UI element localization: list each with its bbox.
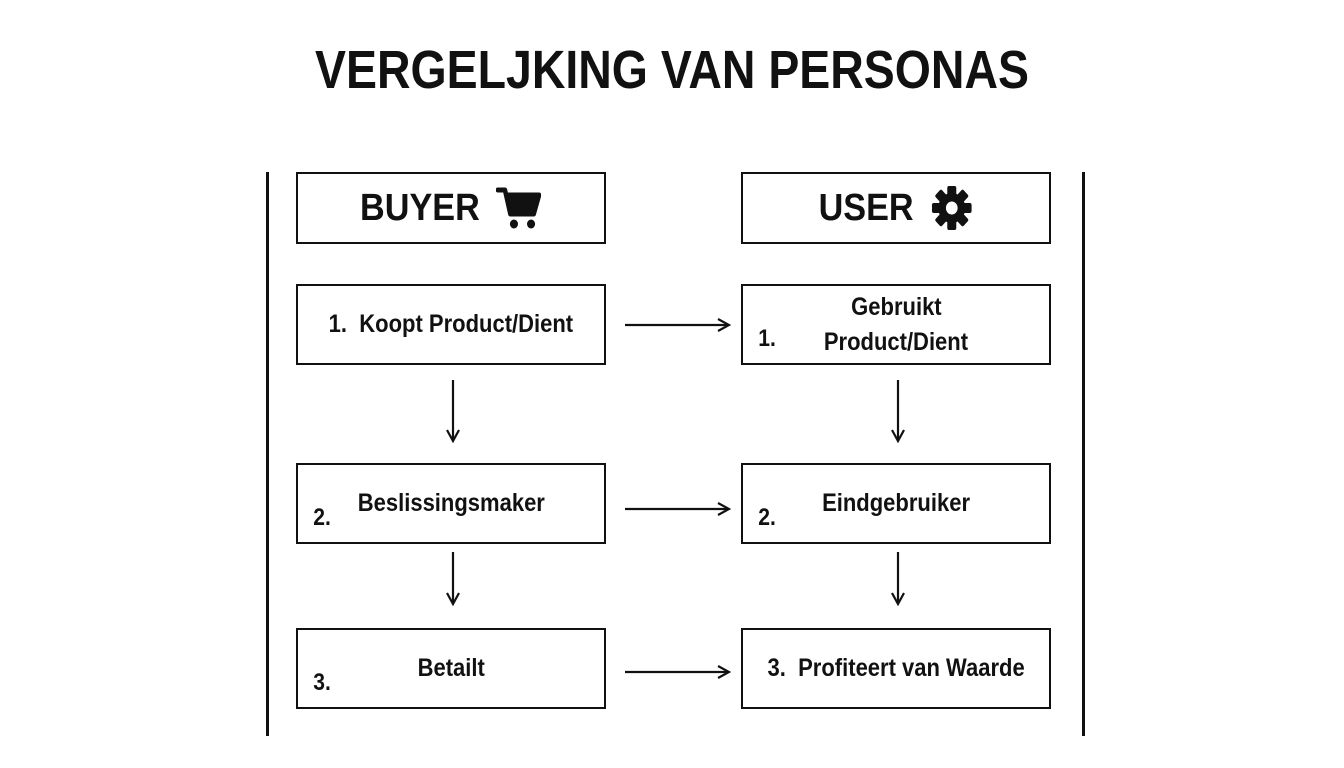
user-step-2-label: Eindgebruiker bbox=[822, 489, 970, 517]
buyer-step-2-number: 2. bbox=[313, 503, 331, 531]
right-divider-line bbox=[1082, 172, 1085, 736]
user-step-2: 2. Eindgebruiker bbox=[741, 463, 1051, 544]
user-header: USER bbox=[741, 172, 1051, 244]
buyer-step-3: 3. Betailt bbox=[296, 628, 606, 709]
buyer-step-2: 2. Beslissingsmaker bbox=[296, 463, 606, 544]
user-step-3-label: Profiteert van Waarde bbox=[798, 654, 1025, 682]
buyer-step-1-label: Koopt Product/Dient bbox=[359, 310, 574, 338]
user-step-3-number: 3. bbox=[767, 654, 786, 682]
user-step-2-number: 2. bbox=[758, 503, 776, 531]
page-title: VERGELJKING VAN PERSONAS bbox=[315, 40, 1029, 100]
buyer-step-2-label: Beslissingsmaker bbox=[357, 489, 545, 517]
left-divider-line bbox=[266, 172, 269, 736]
user-step-1-label-line2: Product/Dient bbox=[823, 327, 969, 356]
buyer-header-label: BUYER bbox=[360, 186, 481, 229]
gear-icon bbox=[931, 186, 972, 230]
buyer-step-1-number: 1. bbox=[328, 310, 348, 338]
user-step-1-label-line1: Gebruikt bbox=[850, 292, 942, 321]
buyer-step-1: 1. Koopt Product/Dient bbox=[296, 284, 606, 365]
buyer-header: BUYER bbox=[296, 172, 606, 244]
user-step-3: 3. Profiteert van Waarde bbox=[741, 628, 1051, 709]
buyer-step-3-label: Betailt bbox=[417, 654, 485, 682]
user-step-1-number: 1. bbox=[758, 324, 776, 352]
shopping-cart-icon bbox=[496, 187, 542, 229]
user-header-label: USER bbox=[818, 186, 914, 229]
buyer-step-3-number: 3. bbox=[313, 668, 331, 696]
user-step-1: 1. Gebruikt Product/Dient bbox=[741, 284, 1051, 365]
